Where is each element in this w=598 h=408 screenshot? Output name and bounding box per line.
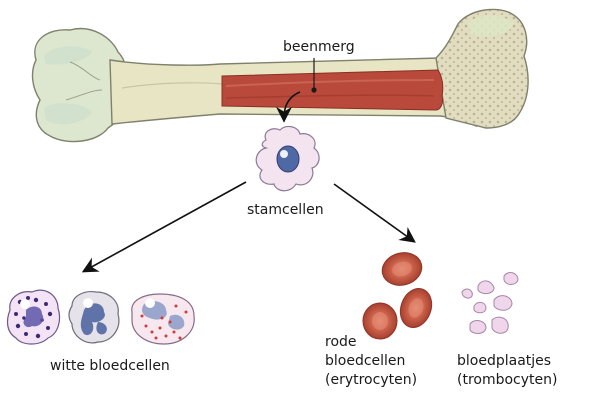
- platelet: [473, 301, 487, 314]
- stem-cell: [255, 125, 320, 192]
- marrow-label: beenmerg: [283, 39, 355, 55]
- stem-cell-nucleus: [276, 145, 300, 173]
- marrow-cavity: [221, 69, 444, 111]
- red-blood-cells-label-line1: rode: [325, 334, 357, 350]
- marrow-pointer-dot: [311, 87, 317, 93]
- arrow-to-white-cells: [81, 181, 247, 273]
- white-blood-cell-3: [131, 293, 195, 345]
- platelets-label-line2: (trombocyten): [457, 372, 558, 388]
- platelet: [461, 288, 473, 299]
- red-blood-cells-label-line3: (erytrocyten): [325, 372, 418, 388]
- red-blood-cell-2: [362, 302, 398, 340]
- red-blood-cell-3: [399, 288, 433, 328]
- red-blood-cell-1: [381, 252, 423, 286]
- platelet: [493, 295, 513, 311]
- arrow-marrow-to-stemcell: [276, 91, 301, 123]
- red-blood-cells-label-line2: bloedcellen: [325, 353, 406, 369]
- femur-bone: [31, 8, 529, 143]
- stem-cells-label: stamcellen: [247, 202, 324, 218]
- arrow-to-red-cells: [333, 183, 416, 243]
- platelets: [461, 272, 519, 334]
- platelets-label-line1: bloedplaatjes: [457, 353, 552, 369]
- platelet: [477, 280, 495, 295]
- white-blood-cell-2: [68, 291, 120, 344]
- platelet: [491, 316, 509, 334]
- platelet: [503, 272, 519, 285]
- bone-right-end: [435, 8, 529, 129]
- white-blood-cells-label: witte bloedcellen: [50, 358, 170, 374]
- platelet: [469, 320, 487, 334]
- white-blood-cell-1: [6, 289, 61, 345]
